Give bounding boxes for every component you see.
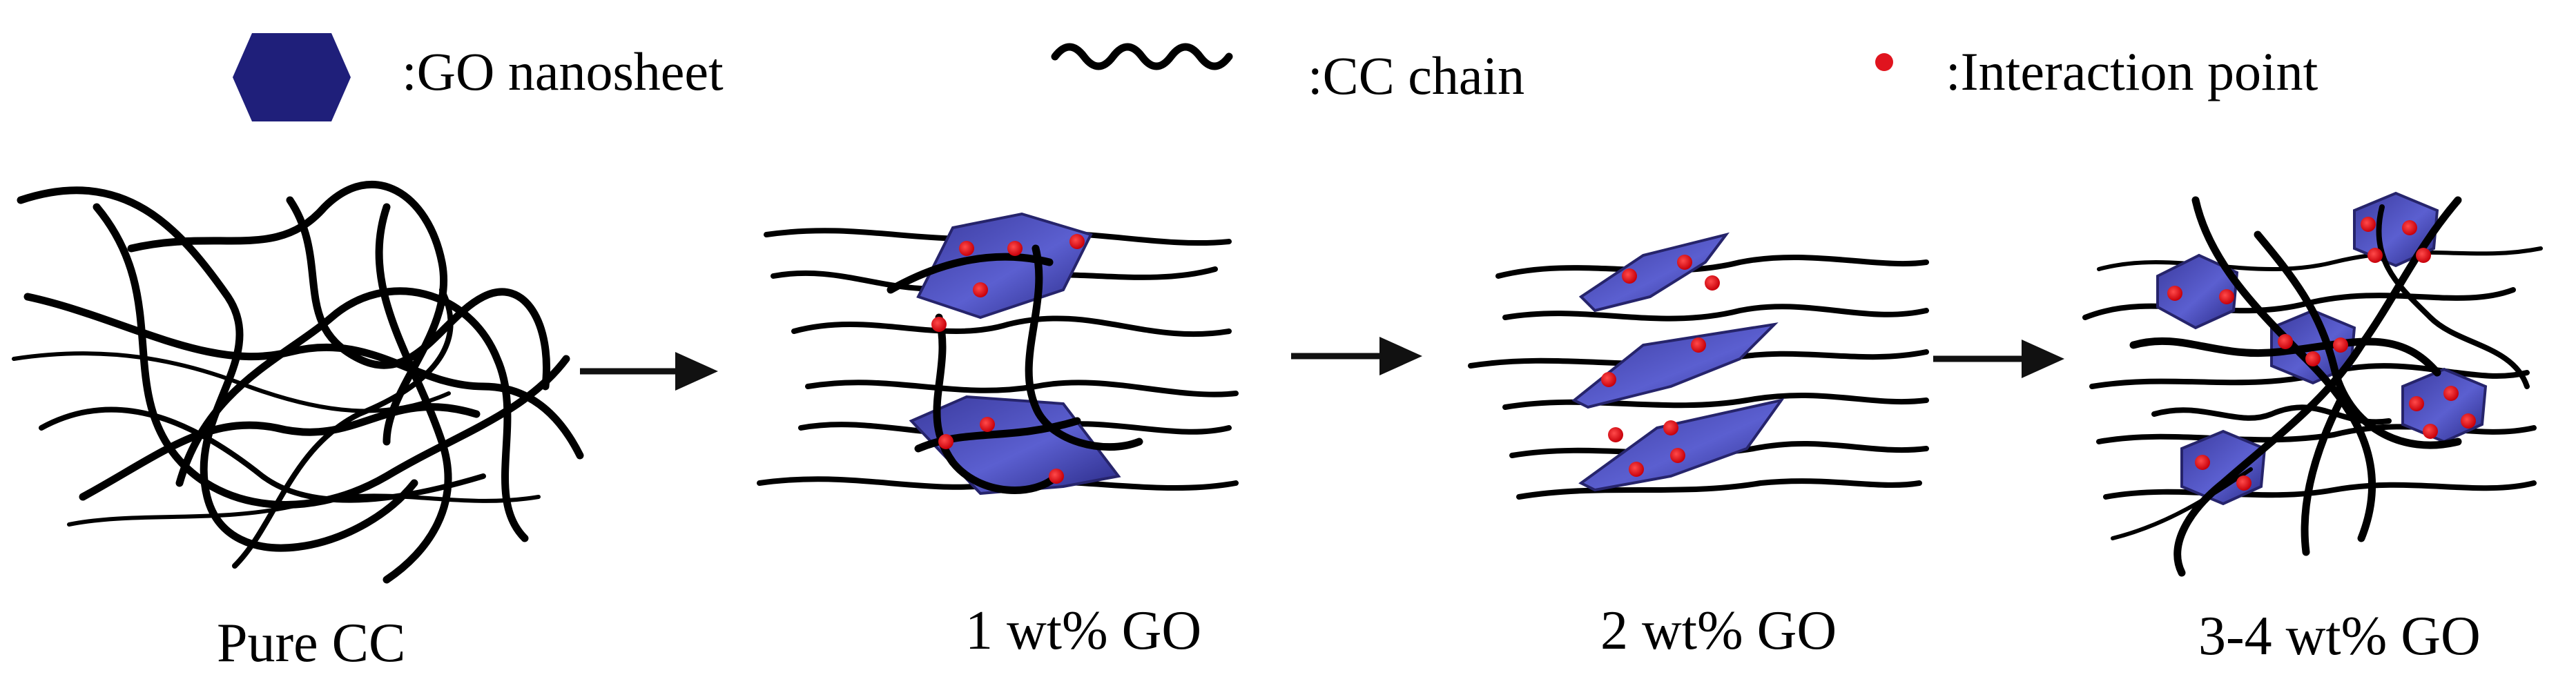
- go-2wt-structure: [1468, 232, 1929, 500]
- stage-label-1wt-go: 1 wt% GO: [965, 600, 1201, 661]
- right-arrow-icon: [1291, 337, 1422, 375]
- right-arrow-icon: [580, 352, 718, 391]
- red-dot-icon: [2167, 217, 2476, 491]
- stage-label-pure-cc: Pure CC: [217, 613, 405, 674]
- wavy-line-icon: [1051, 43, 1233, 70]
- red-dot-icon: [1601, 255, 1720, 477]
- legend-interaction-point-label: :Interaction point: [1946, 41, 2318, 101]
- red-dot-icon: [931, 234, 1085, 484]
- right-arrow-icon: [1933, 340, 2064, 378]
- go-1wt-structure: [757, 212, 1239, 495]
- pure-cc-network: [12, 180, 584, 584]
- go-3-4wt-network: [2082, 191, 2543, 577]
- hexagon-icon: [233, 33, 351, 121]
- stage-label-3-4wt-go: 3-4 wt% GO: [2198, 606, 2481, 667]
- legend-cc-chain-label: :CC chain: [1308, 46, 1524, 106]
- legend-go-nanosheet-label: :GO nanosheet: [402, 41, 724, 101]
- legend: :GO nanosheet :CC chain :Interaction poi…: [233, 33, 2318, 121]
- stage-label-2wt-go: 2 wt% GO: [1600, 600, 1837, 661]
- red-dot-icon: [1875, 53, 1893, 71]
